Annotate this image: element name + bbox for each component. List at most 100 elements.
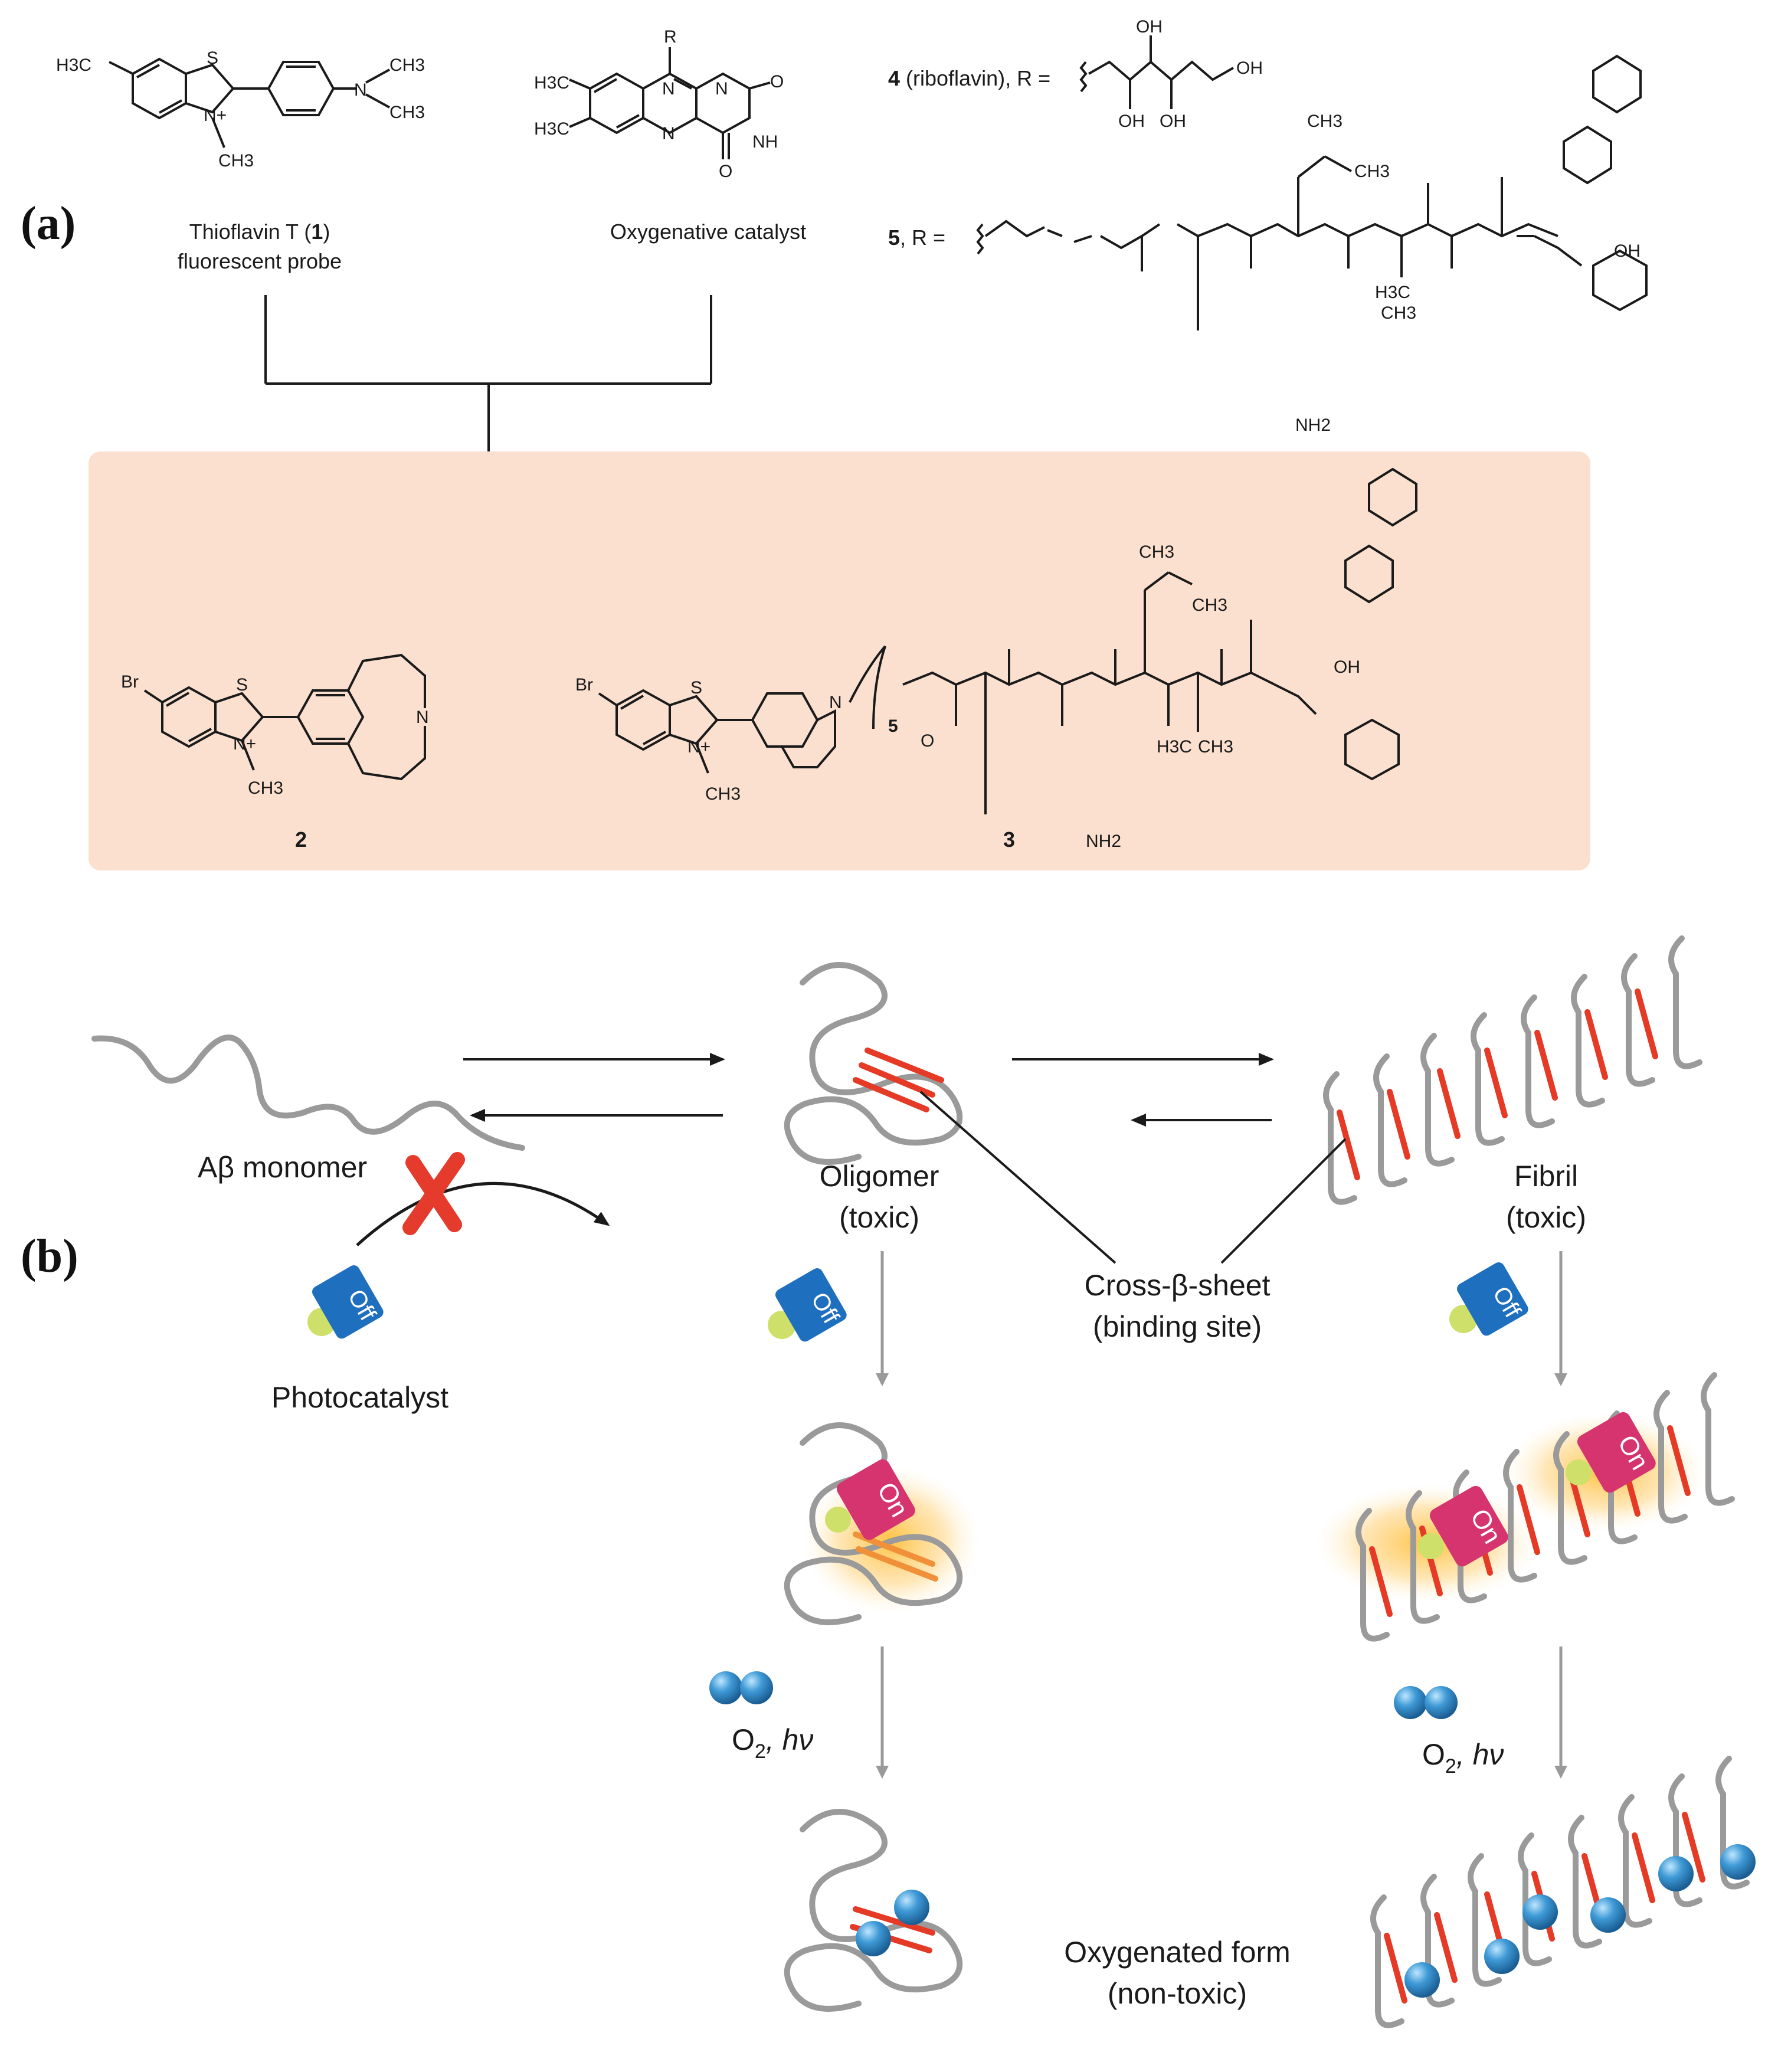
atom-ch3-label: CH3 <box>218 151 254 171</box>
atom-n-plus-label: N+ <box>204 106 227 125</box>
fibril-on-illustration: On On <box>1316 1372 1735 1642</box>
atom-s-label: S <box>236 675 248 695</box>
monomer-label: Aβ monomer <box>198 1151 367 1184</box>
atom-oh-label: OH <box>1236 58 1263 78</box>
atom-ch3-label: CH3 <box>389 103 425 122</box>
atom-n-plus-label: N+ <box>687 737 710 757</box>
abeta-monomer-wave <box>91 1035 525 1151</box>
oxygenated-fibril-illustration <box>1370 1756 1756 2028</box>
thioflavin-number: 1 <box>311 220 323 244</box>
hv-text: , hν <box>766 1723 814 1756</box>
atom-br-label: Br <box>575 675 593 695</box>
process-arrows <box>876 1251 1567 1779</box>
atom-ch3-label: CH3 <box>248 778 283 798</box>
thioflavin-t-structure <box>109 57 390 148</box>
hybrid-compounds-box <box>89 451 1590 870</box>
atom-h3c-label: H3C <box>1157 737 1192 757</box>
atom-ch3-label: CH3 <box>1381 303 1416 323</box>
atom-oh-label: OH <box>1136 17 1163 37</box>
oligomer-fibril-equilibrium <box>1012 1053 1274 1127</box>
oxygen-molecule-icon <box>709 1671 773 1704</box>
atom-n-label: N <box>662 124 675 143</box>
atom-nh-label: NH <box>752 132 778 152</box>
riboflavin-number: 4 <box>888 66 900 90</box>
atom-ch3-label: CH3 <box>1198 737 1233 757</box>
panel-b-label: (b) <box>21 1230 78 1282</box>
riboflavin-chain <box>1079 35 1234 109</box>
atom-n-label: N <box>662 79 675 99</box>
binding-site-label: (binding site) <box>1093 1310 1262 1343</box>
atom-ch3-label: CH3 <box>1307 112 1342 131</box>
compound5-label: 5, R = <box>888 225 945 250</box>
fibril-off-tag: Off <box>1449 1262 1528 1336</box>
oligomer-on-illustration: On <box>784 1422 980 1625</box>
atom-n-label: N <box>416 708 429 727</box>
fibril-toxic-label: (toxic) <box>1506 1201 1586 1234</box>
fibril-toxic-illustration <box>1323 935 1702 1205</box>
riboflavin-text: (riboflavin), R = <box>900 66 1050 90</box>
oligomer-off-tag: Off <box>768 1268 847 1342</box>
oxygen-molecule-icon <box>1394 1686 1458 1719</box>
riboflavin-label: 4 (riboflavin), R = <box>888 66 1050 90</box>
fibril-label: Fibril <box>1514 1160 1578 1193</box>
oxygenated-oligomer-illustration <box>784 1809 963 2012</box>
monomer-oligomer-equilibrium <box>463 1053 725 1122</box>
red-x-icon <box>402 1152 465 1235</box>
thioflavin-caption: Thioflavin T (1) <box>189 220 330 244</box>
atom-h3c-label: H3C <box>534 73 569 93</box>
atom-n-label: N <box>715 79 728 99</box>
atom-n-plus-label: N+ <box>233 734 256 754</box>
atom-o-label: O <box>921 731 934 751</box>
atom-n-label: N <box>829 693 842 712</box>
cross-beta-pointers <box>919 1091 1347 1264</box>
atom-s-label: S <box>690 678 702 698</box>
non-toxic-label: (non-toxic) <box>1108 1977 1247 2010</box>
atom-h3c-label: H3C <box>534 119 569 139</box>
o2-subscript: 2 <box>1445 1755 1456 1778</box>
atom-h3c-label: H3C <box>1375 283 1410 302</box>
o2-hv-label-oligomer: O2, hν <box>732 1723 813 1763</box>
compound5-number: 5 <box>888 225 900 250</box>
atom-nh2-label: NH2 <box>1086 832 1121 851</box>
thioflavin-subcaption: fluorescent probe <box>178 249 342 273</box>
compound5-peptide <box>976 54 1648 330</box>
atom-br-label: Br <box>121 672 139 692</box>
compound-2-label: 2 <box>295 827 307 852</box>
compound2-structure <box>143 653 426 781</box>
oligomer-toxic-label: (toxic) <box>839 1201 919 1234</box>
atom-ch3-label: CH3 <box>705 784 741 804</box>
atom-ch3-label: CH3 <box>1139 542 1174 562</box>
atom-nh2-label: NH2 <box>1295 415 1331 435</box>
hv-text: , hν <box>1456 1738 1504 1771</box>
blocked-arrow <box>356 1181 610 1246</box>
atom-ch3-label: CH3 <box>1354 162 1390 181</box>
thioflavin-name: Thioflavin T ( <box>189 220 312 244</box>
atom-r-label: R <box>664 27 677 47</box>
atom-oh-label: OH <box>1160 112 1186 131</box>
oxygenated-form-label: Oxygenated form <box>1064 1936 1291 1969</box>
photocatalyst-off-tag: Off <box>307 1265 384 1339</box>
compound-3-label: 3 <box>1003 827 1015 852</box>
subscript-5-label: 5 <box>888 716 898 736</box>
atom-n-label: N <box>354 80 367 100</box>
thioflavin-name-end: ) <box>323 220 330 244</box>
atom-ch3-label: CH3 <box>1192 595 1227 615</box>
oligomer-toxic-illustration <box>784 962 963 1165</box>
compound5-text: , R = <box>900 225 945 250</box>
atom-h3c-label: H3C <box>56 55 91 75</box>
atom-oh-label: OH <box>1118 112 1145 131</box>
atom-oh-label: OH <box>1614 241 1641 261</box>
o2-text: O <box>1422 1738 1445 1771</box>
atom-o-label: O <box>719 162 732 181</box>
atom-o-label: O <box>770 72 784 91</box>
compound3-structure <box>598 467 1417 814</box>
panel-a-label: (a) <box>21 198 76 250</box>
o2-hv-label-fibril: O2, hν <box>1422 1738 1504 1778</box>
oligomer-label: Oligomer <box>820 1160 939 1193</box>
o2-text: O <box>732 1723 755 1756</box>
atom-oh-label: OH <box>1334 657 1360 677</box>
cross-beta-label: Cross-β-sheet <box>1085 1269 1271 1302</box>
photocatalyst-label: Photocatalyst <box>271 1381 448 1414</box>
